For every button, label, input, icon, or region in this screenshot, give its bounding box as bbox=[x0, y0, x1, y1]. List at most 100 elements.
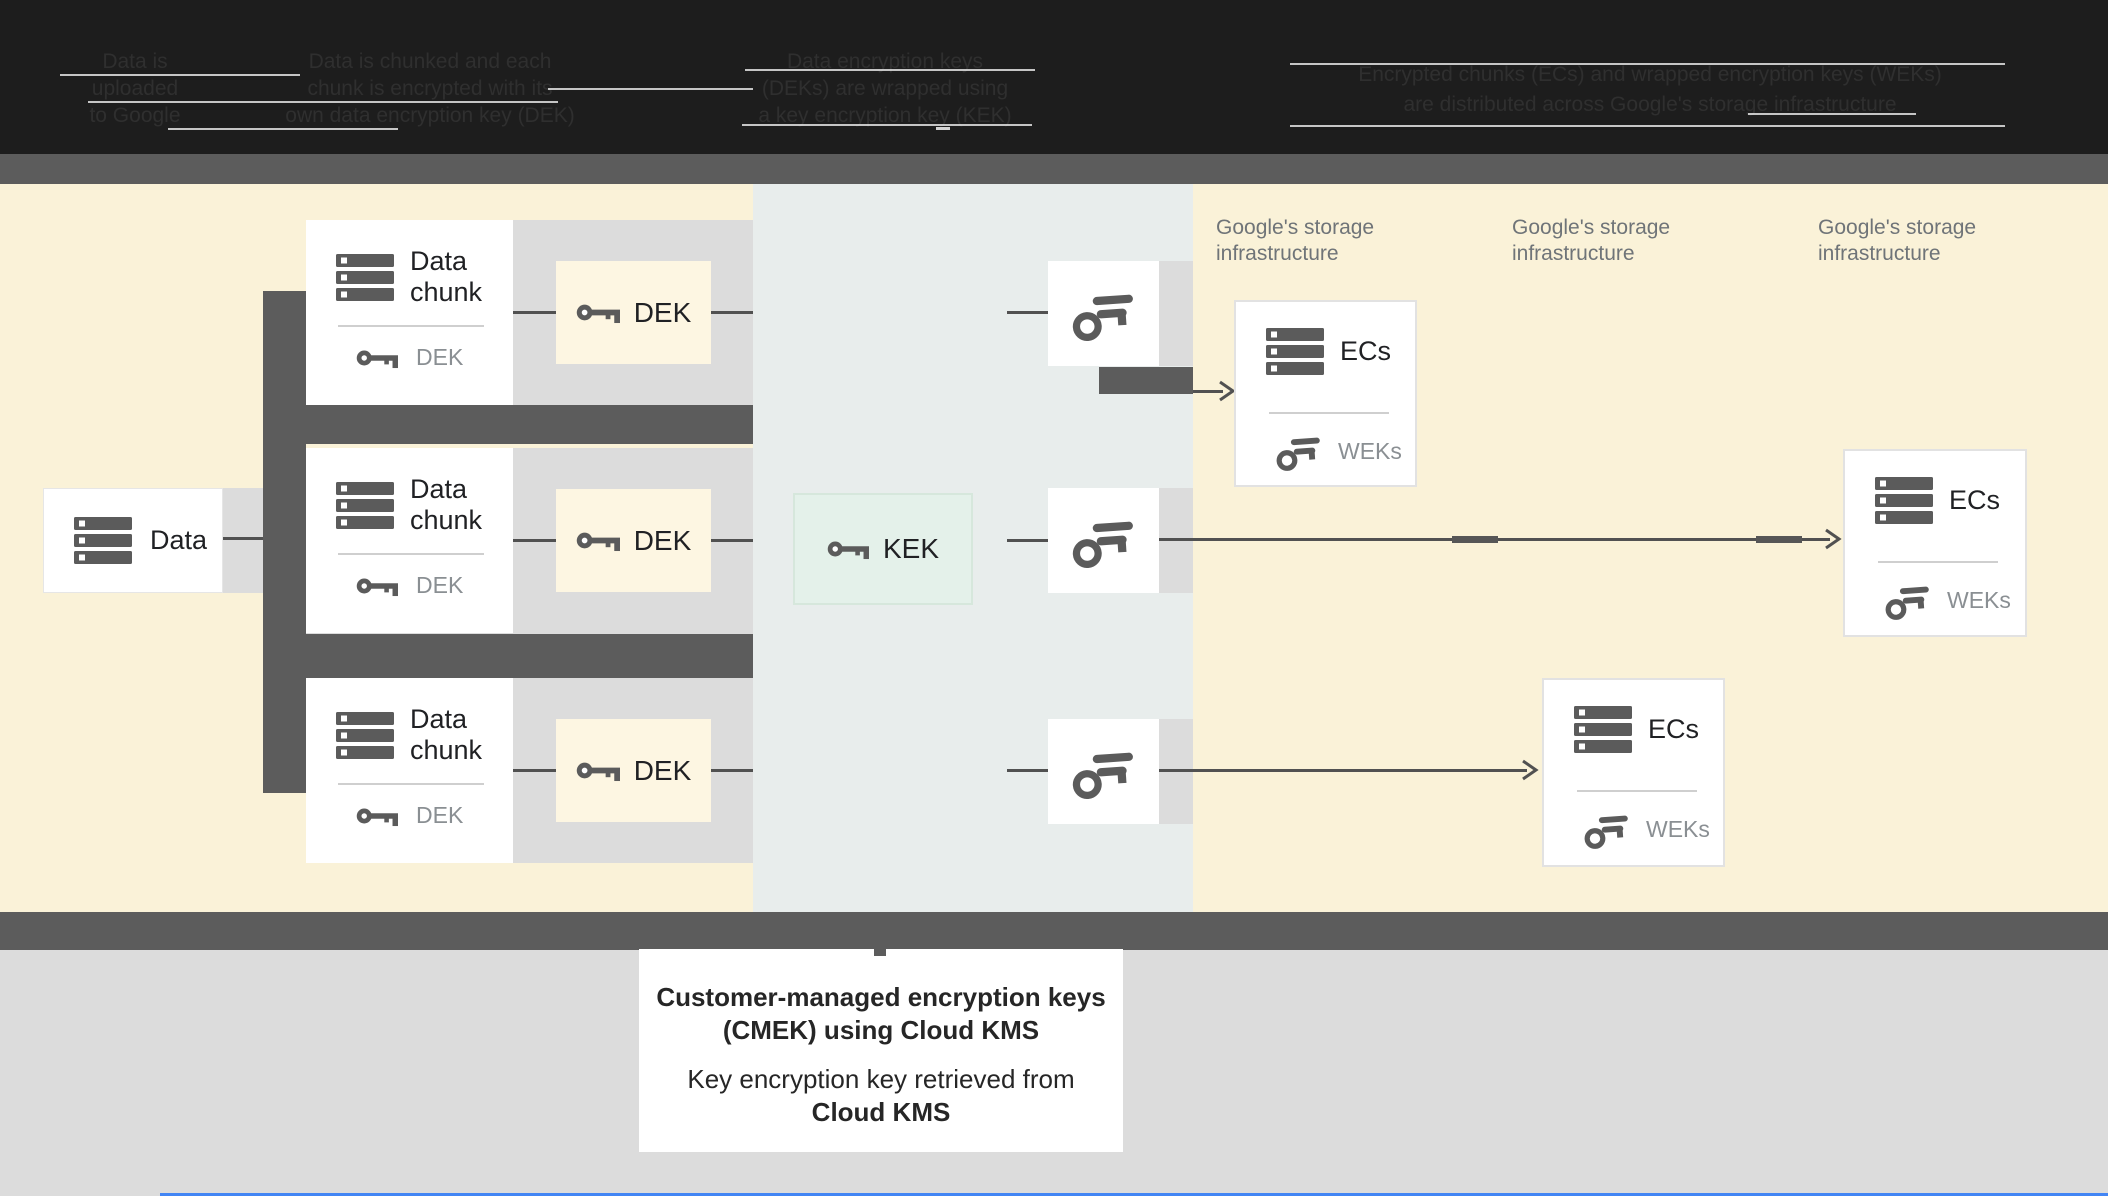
chunk-header: Data chunk bbox=[336, 704, 500, 766]
split-bar-vertical bbox=[263, 291, 306, 793]
connector-line bbox=[1007, 311, 1048, 314]
kek-label: KEK bbox=[882, 533, 940, 564]
split-bar-horizontal bbox=[306, 405, 753, 444]
divider bbox=[338, 783, 484, 785]
step-2-line: own data encryption key (DEK) bbox=[285, 104, 575, 127]
step-2-line: chunk is encrypted with its bbox=[307, 77, 553, 100]
connector-line bbox=[1007, 769, 1048, 772]
step-1-line: to Google bbox=[89, 104, 181, 127]
database-icon bbox=[336, 712, 394, 759]
arrowhead-icon bbox=[1521, 759, 1539, 781]
arrowhead-icon bbox=[1824, 528, 1842, 550]
key-outline-icon bbox=[1885, 581, 1931, 620]
database-icon bbox=[1574, 706, 1632, 753]
key-icon bbox=[356, 805, 398, 827]
divider bbox=[338, 553, 484, 555]
chunk-key-row: DEK bbox=[356, 802, 463, 829]
storage-label-line: infrastructure bbox=[1818, 242, 1941, 265]
chunk-key-label: DEK bbox=[416, 802, 464, 828]
storage-label: Google's storage infrastructure bbox=[1512, 215, 1732, 267]
hairline bbox=[168, 128, 398, 130]
ecs-label: ECs bbox=[1648, 714, 1700, 744]
caption-notch bbox=[874, 949, 886, 956]
dek-label: DEK bbox=[633, 754, 692, 786]
step-3-line: (DEKs) are wrapped using bbox=[761, 77, 1009, 100]
storage-label-line: Google's storage bbox=[1216, 216, 1375, 239]
hairline bbox=[936, 127, 950, 130]
key-icon bbox=[827, 538, 869, 560]
kek-box: KEK bbox=[793, 493, 973, 605]
storage-label-line: infrastructure bbox=[1512, 242, 1635, 265]
connector-line bbox=[513, 539, 556, 542]
wrapped-key-box bbox=[1048, 488, 1159, 593]
storage-label-line: Google's storage bbox=[1512, 216, 1671, 239]
hairline bbox=[1748, 113, 1916, 115]
bottom-accent-line bbox=[160, 1193, 2108, 1196]
divider bbox=[338, 325, 484, 327]
hairline bbox=[1290, 63, 2005, 65]
ecs-box: ECs WEKs bbox=[1234, 300, 1417, 487]
data-box: Data bbox=[43, 488, 223, 593]
ecs-box: ECs WEKs bbox=[1843, 449, 2027, 637]
storage-label: Google's storage infrastructure bbox=[1818, 215, 2038, 267]
weks-label: WEKs bbox=[1947, 587, 2011, 613]
chunk-header: Data chunk bbox=[336, 474, 500, 536]
hairline bbox=[88, 101, 558, 103]
hairline bbox=[1290, 125, 2005, 127]
caption-area: Customer-managed encryption keys (CMEK) … bbox=[0, 949, 2108, 1196]
database-icon bbox=[336, 482, 394, 529]
connector-line bbox=[223, 537, 263, 540]
ecs-label: ECs bbox=[1340, 336, 1392, 366]
key-outline-icon bbox=[1072, 745, 1136, 799]
divider bbox=[1878, 561, 1998, 563]
data-box-label: Data bbox=[150, 525, 208, 555]
database-icon bbox=[74, 517, 132, 564]
chunk-key-label: DEK bbox=[416, 344, 464, 370]
key-outline-icon bbox=[1072, 514, 1136, 568]
chunk-key-row: DEK bbox=[356, 344, 463, 371]
step-2-line: Data is chunked and each bbox=[308, 50, 552, 73]
ecs-label: ECs bbox=[1949, 485, 2001, 515]
chunk-key-label: DEK bbox=[416, 572, 464, 598]
divider bbox=[1577, 790, 1697, 792]
chunk-header: Data chunk bbox=[336, 246, 500, 308]
separator-band-top bbox=[0, 154, 2108, 184]
step-3-line: Data encryption keys bbox=[786, 50, 984, 73]
dek-box: DEK bbox=[556, 719, 711, 822]
chunk-label: Data chunk bbox=[410, 704, 483, 765]
key-outline-icon bbox=[1276, 432, 1322, 471]
ecs-header: ECs bbox=[1875, 477, 2000, 524]
storage-label: Google's storage infrastructure bbox=[1216, 215, 1436, 267]
chunk-label: Data chunk bbox=[410, 474, 483, 535]
step-4-text: Encrypted chunks (ECs) and wrapped encry… bbox=[1280, 60, 2020, 120]
caption-paragraph-1: Customer-managed encryption keys (CMEK) … bbox=[639, 981, 1123, 1047]
wrapped-key-bar bbox=[1099, 367, 1193, 394]
connector-line bbox=[513, 769, 556, 772]
separator-band-bottom bbox=[0, 912, 2108, 950]
ecs-header: ECs bbox=[1574, 706, 1699, 753]
weks-row: WEKs bbox=[1276, 432, 1402, 471]
step-3-text: Data encryption keys (DEKs) are wrapped … bbox=[715, 48, 1055, 129]
caption-line: Cloud KMS bbox=[811, 1097, 951, 1127]
data-chunk-box: Data chunk DEK bbox=[306, 678, 513, 863]
storage-label-line: infrastructure bbox=[1216, 242, 1339, 265]
database-icon bbox=[1266, 328, 1324, 375]
step-4-line: Encrypted chunks (ECs) and wrapped encry… bbox=[1358, 63, 1942, 86]
arrow-line bbox=[1152, 769, 1527, 772]
weks-row: WEKs bbox=[1584, 810, 1710, 849]
step-1-text: Data is uploaded to Google bbox=[40, 48, 230, 129]
ecs-box: ECs WEKs bbox=[1542, 678, 1725, 867]
key-outline-icon bbox=[1072, 287, 1136, 341]
hairline bbox=[548, 88, 753, 90]
data-connector-track bbox=[223, 488, 263, 593]
step-2-text: Data is chunked and each chunk is encryp… bbox=[250, 48, 610, 129]
dek-label: DEK bbox=[633, 296, 692, 328]
connector-line bbox=[711, 539, 753, 542]
hairline bbox=[745, 69, 1035, 71]
caption-paragraph-2: Key encryption key retrieved from Cloud … bbox=[639, 1063, 1123, 1129]
database-icon bbox=[336, 254, 394, 301]
caption-line: Key encryption key retrieved from bbox=[687, 1064, 1075, 1094]
hairline bbox=[60, 74, 300, 76]
key-track bbox=[1159, 261, 1193, 366]
